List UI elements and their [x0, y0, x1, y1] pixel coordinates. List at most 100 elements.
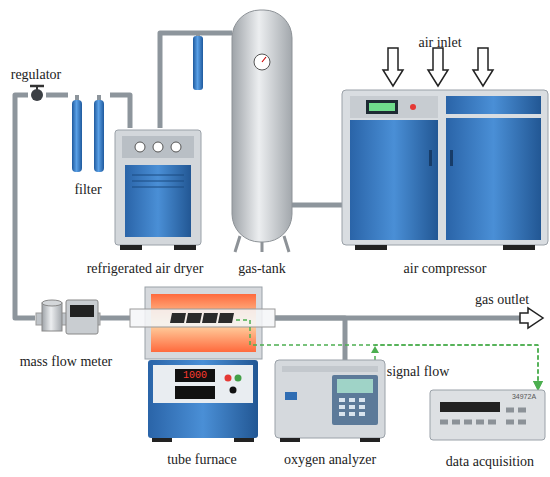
- air-inlet-arrows: [428, 48, 448, 86]
- signal-line: [375, 345, 538, 390]
- model-number: 34972A: [512, 393, 536, 400]
- tube-furnace: 1000tube furnace: [130, 285, 275, 442]
- regulator-drawing: [30, 86, 44, 101]
- compressor-drawing: [429, 150, 432, 166]
- compressor-drawing: [446, 96, 541, 114]
- daq-drawing: [430, 390, 545, 440]
- gas-pipe: [46, 93, 68, 98]
- flow-meter-drawing: [42, 300, 62, 306]
- data-acquisition: 34972Adata acquisition: [430, 390, 545, 442]
- regulator-drawing: [31, 89, 43, 101]
- compressor-drawing: [446, 118, 541, 240]
- dryer-drawing: [171, 142, 181, 152]
- oxygen-analyzer: oxygen analyzer: [275, 360, 385, 442]
- regulator: regulator: [28, 84, 46, 104]
- gas-pipe: [15, 95, 35, 318]
- gas-pipe: [160, 33, 232, 128]
- dryer-drawing: [125, 165, 191, 237]
- air-inlet-arrows: [383, 48, 493, 86]
- flow-meter-drawing: [66, 300, 98, 334]
- device-label: data acquisition: [446, 455, 534, 469]
- dryer-drawing: [135, 142, 145, 152]
- device-label: tube furnace: [167, 453, 237, 467]
- dryer-drawing: [120, 245, 142, 250]
- regulator-drawing: [30, 85, 44, 88]
- compressor-drawing: [355, 245, 387, 250]
- compressor-drawing: [369, 103, 395, 111]
- furnace-drawing: [230, 387, 237, 394]
- compressor-drawing: [450, 150, 453, 166]
- gas-tank-drawing: [232, 10, 292, 252]
- compressor-drawing: [503, 245, 535, 250]
- dryer-drawing: [132, 175, 184, 187]
- furnace-drawing: [153, 365, 253, 403]
- furnace-drawing: [202, 313, 218, 323]
- analyzer-drawing: [275, 360, 385, 438]
- analyzer-drawing: [275, 346, 385, 442]
- analyzer-drawing: [280, 438, 300, 442]
- dryer-drawing: [122, 136, 194, 158]
- filter-drawing: [72, 100, 82, 172]
- gas-pipe: [292, 203, 342, 208]
- device-label: filter: [74, 183, 101, 197]
- gas-tank: gas-tank: [232, 10, 292, 250]
- flow-meter-drawing: [70, 305, 94, 317]
- device-label: mass flow meter: [20, 355, 113, 369]
- furnace-drawing: [130, 287, 275, 442]
- compressor-drawing: [342, 90, 548, 245]
- device-label: oxygen analyzer: [284, 453, 376, 467]
- dryer-drawing: [174, 245, 196, 250]
- gas-pipe: [275, 318, 345, 360]
- analyzer-drawing: [282, 366, 378, 372]
- inline-filter: [193, 36, 203, 90]
- furnace-drawing: [218, 313, 234, 323]
- compressor-drawing: [410, 104, 416, 110]
- display-reading: 1000: [183, 371, 207, 381]
- filter: filter: [68, 90, 110, 178]
- furnace-drawing: [234, 438, 254, 442]
- device-label: regulator: [11, 68, 62, 82]
- analyzer-drawing: [360, 438, 380, 442]
- air-dryer: refrigerated air dryer: [115, 128, 201, 248]
- filter-drawing: [94, 100, 104, 172]
- furnace-drawing: [236, 320, 275, 345]
- gas-tank-drawing: [254, 54, 270, 70]
- flow-meter-drawing: [36, 300, 100, 334]
- furnace-drawing: [235, 375, 242, 382]
- compressor-drawing: [350, 120, 438, 240]
- air-inlet-arrows: [383, 48, 403, 86]
- analyzer-drawing: [285, 392, 297, 400]
- analyzer-drawing: [339, 400, 365, 414]
- compressor-drawing: [350, 96, 438, 118]
- inlet-label: air inlet: [418, 36, 461, 50]
- dryer-drawing: [115, 130, 201, 250]
- daq-drawing: [440, 410, 526, 422]
- mass-flow-meter: mass flow meter: [35, 298, 100, 336]
- device-label: refrigerated air dryer: [87, 262, 204, 276]
- furnace-drawing: [130, 309, 275, 327]
- dryer-drawing: [115, 130, 201, 245]
- gas-pipe: [110, 95, 130, 128]
- furnace-drawing: [175, 369, 215, 382]
- gas-outlet-pipe: [275, 316, 521, 321]
- filter-drawing: [72, 95, 104, 172]
- analyzer-drawing: [337, 379, 373, 393]
- inline-filter: [193, 31, 203, 90]
- gas-outlet-pipe: [275, 308, 543, 328]
- air-compressor: air compressor: [342, 88, 548, 248]
- gas-tank-drawing: [262, 57, 266, 62]
- air-inlet-arrows: [473, 48, 493, 86]
- analyzer-drawing: [332, 375, 378, 425]
- device-label: air compressor: [404, 262, 487, 276]
- flow-meter-drawing: [42, 303, 62, 331]
- furnace-drawing: [175, 386, 215, 399]
- gas-outlet-pipe: [520, 308, 543, 328]
- furnace-drawing: [152, 438, 172, 442]
- gas-pipe: [100, 316, 130, 321]
- furnace-drawing: [148, 360, 258, 438]
- furnace-drawing: [186, 313, 202, 323]
- compressor-drawing: [342, 90, 548, 250]
- furnace-drawing: [225, 375, 232, 382]
